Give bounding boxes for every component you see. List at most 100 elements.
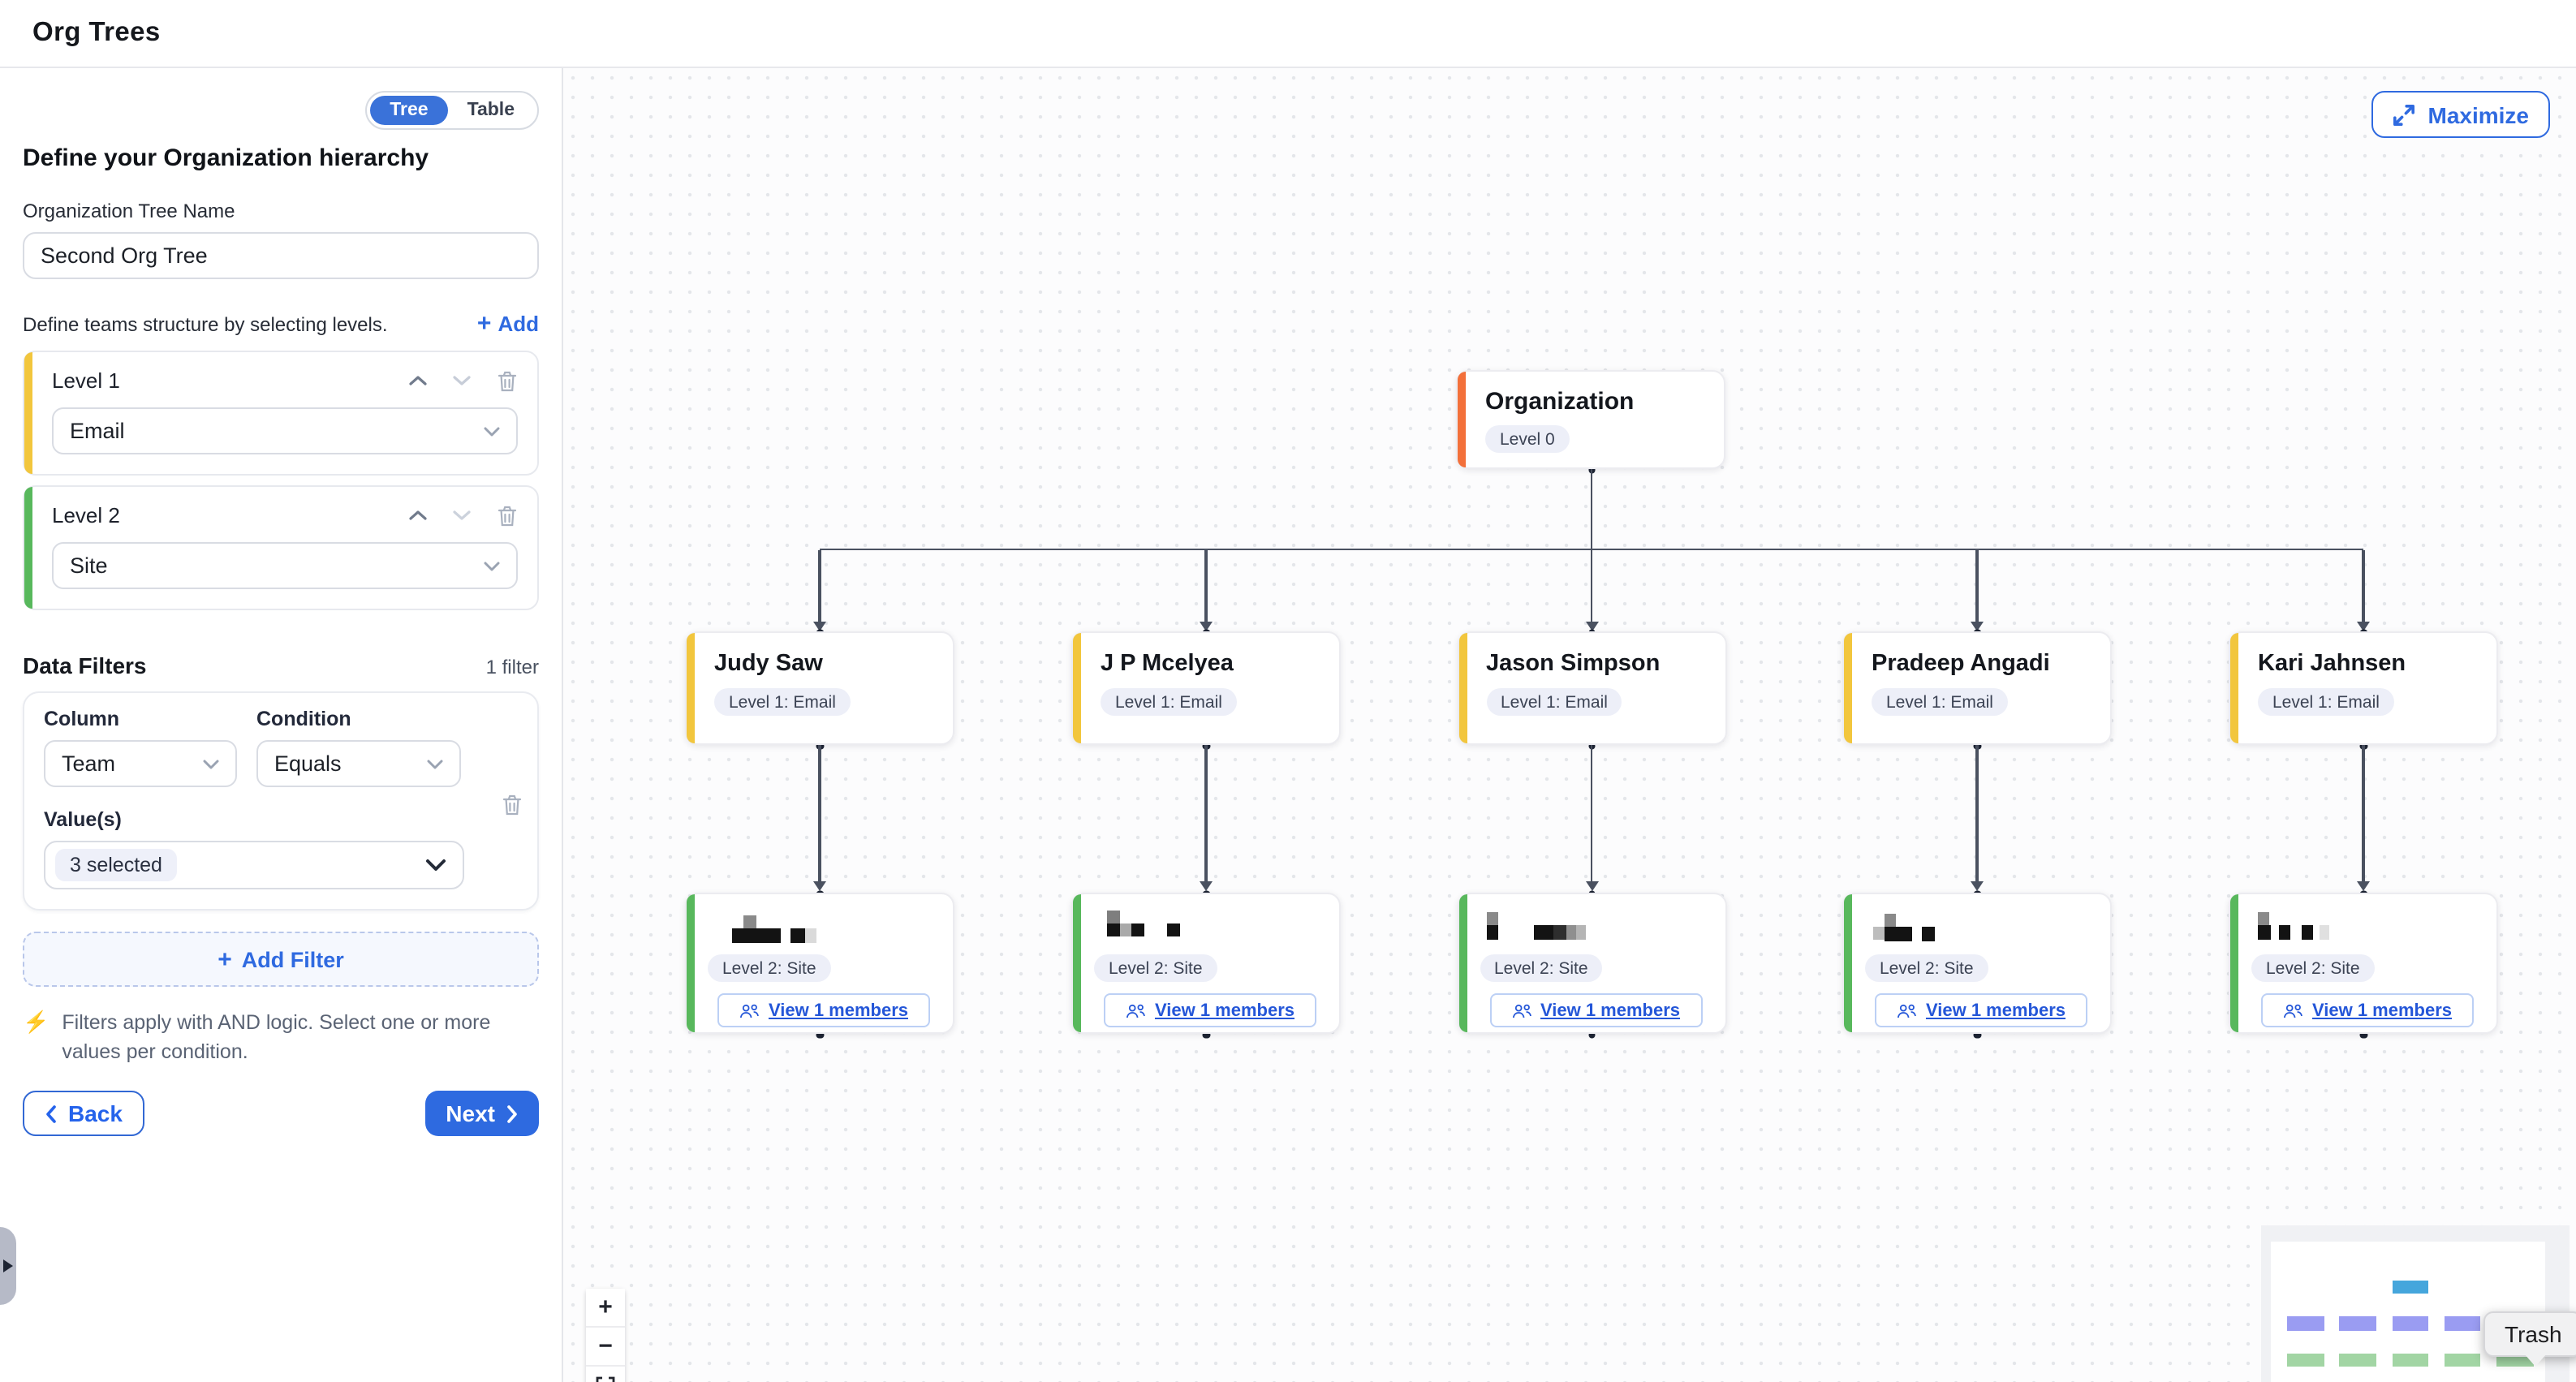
edge-line	[2362, 745, 2365, 881]
level-badge: Level 1: Email	[714, 688, 851, 716]
people-icon	[740, 1003, 760, 1018]
toggle-table[interactable]: Table	[467, 101, 515, 120]
level-1-label: Level 1	[52, 368, 120, 393]
org-node-level2[interactable]: Level 2: Site View 1 members	[1842, 893, 2112, 1034]
minimap[interactable]	[2261, 1225, 2570, 1382]
org-node-level1[interactable]: Pradeep Angadi Level 1: Email	[1842, 631, 2112, 745]
values-label: Value(s)	[44, 808, 122, 831]
org-node-level2[interactable]: Level 2: Site View 1 members	[685, 893, 954, 1034]
level-badge: Level 2: Site	[1865, 954, 1988, 982]
connection-handle-dot	[816, 1031, 824, 1039]
minimap-root-node	[2392, 1281, 2428, 1294]
view-members-button[interactable]: View 1 members	[1104, 993, 1316, 1027]
view-members-button[interactable]: View 1 members	[1489, 993, 1702, 1027]
chevron-down-icon	[427, 759, 443, 768]
org-node-root[interactable]: Organization Level 0	[1456, 370, 1725, 469]
org-node-level2[interactable]: Level 2: Site View 1 members	[1071, 893, 1341, 1034]
move-up-button[interactable]	[409, 375, 427, 386]
chevron-right-icon	[507, 1104, 517, 1123]
node-accent-bar	[1844, 894, 1852, 1032]
view-members-button[interactable]: View 1 members	[717, 993, 930, 1027]
minimap-level2-node	[2339, 1353, 2376, 1367]
node-accent-bar	[687, 633, 695, 743]
chevron-down-icon	[484, 561, 500, 570]
edge-arrowhead	[1971, 621, 1984, 631]
filter-card: Column Condition Team Equals Val	[23, 691, 539, 911]
people-icon	[2284, 1003, 2303, 1018]
people-icon	[1898, 1003, 1917, 1018]
condition-select[interactable]: Equals	[256, 740, 461, 787]
node-accent-bar	[1458, 894, 1467, 1032]
fit-view-button[interactable]	[586, 1367, 625, 1382]
move-down-button[interactable]	[453, 375, 471, 386]
toggle-tree[interactable]: Tree	[370, 96, 448, 125]
edge-line	[1204, 549, 1208, 621]
redacted-name	[1844, 894, 2110, 943]
edge-arrowhead	[2357, 881, 2370, 891]
add-level-button[interactable]: + Add	[476, 310, 539, 338]
level-badge: Level 2: Site	[1480, 954, 1603, 982]
trash-tooltip: Trash	[2483, 1311, 2576, 1367]
edge-arrowhead	[1585, 881, 1598, 891]
filter-count: 1 filter	[485, 656, 539, 678]
level-2-select[interactable]: Site	[52, 542, 518, 589]
tree-name-label: Organization Tree Name	[23, 200, 235, 222]
column-select[interactable]: Team	[44, 740, 237, 787]
node-accent-bar	[2230, 894, 2238, 1032]
delete-level-button[interactable]	[497, 504, 518, 527]
level-badge: Level 1: Email	[1101, 688, 1237, 716]
org-node-level2[interactable]: Level 2: Site View 1 members	[2229, 893, 2498, 1034]
move-down-button[interactable]	[453, 510, 471, 521]
view-toggle: Tree Table	[365, 91, 539, 130]
edge-line	[818, 745, 821, 881]
back-button[interactable]: Back	[23, 1091, 145, 1137]
org-chart-canvas[interactable]: Maximize Organization Level 0 Judy Saw L…	[563, 68, 2576, 1382]
column-label: Column	[44, 708, 120, 730]
redacted-name	[687, 894, 953, 943]
level-badge: Level 1: Email	[1872, 688, 2008, 716]
node-accent-bar	[1458, 633, 1467, 743]
level-badge: Level 1: Email	[2258, 688, 2394, 716]
zoom-out-button[interactable]: −	[586, 1328, 625, 1367]
chevron-right-icon	[3, 1259, 13, 1272]
org-node-level1[interactable]: Kari Jahnsen Level 1: Email	[2229, 631, 2498, 745]
org-node-level1[interactable]: Jason Simpson Level 1: Email	[1457, 631, 1726, 745]
sidebar-collapse-handle[interactable]	[0, 1227, 16, 1305]
add-filter-button[interactable]: + Add Filter	[23, 932, 539, 987]
redacted-name	[1073, 894, 1339, 943]
delete-level-button[interactable]	[497, 369, 518, 392]
data-filters-title: Data Filters	[23, 652, 147, 678]
edge-line	[1590, 745, 1593, 881]
chevron-down-icon	[484, 426, 500, 436]
node-accent-bar	[2230, 633, 2238, 743]
view-members-button[interactable]: View 1 members	[1875, 993, 2087, 1027]
org-node-level2[interactable]: Level 2: Site View 1 members	[1457, 893, 1726, 1034]
edge-line	[1204, 745, 1208, 881]
selected-count-chip: 3 selected	[55, 849, 177, 881]
org-node-level1[interactable]: J P Mcelyea Level 1: Email	[1071, 631, 1341, 745]
node-title: Organization	[1485, 388, 1635, 415]
levels-hint: Define teams structure by selecting leve…	[23, 312, 388, 335]
minimap-level1-node	[2339, 1316, 2376, 1331]
redacted-name	[1458, 894, 1725, 943]
redacted-name	[2230, 894, 2496, 943]
level-badge: Level 2: Site	[1094, 954, 1217, 982]
level-1-select[interactable]: Email	[52, 407, 518, 454]
view-members-button[interactable]: View 1 members	[2261, 993, 2474, 1027]
org-node-level1[interactable]: Judy Saw Level 1: Email	[685, 631, 954, 745]
maximize-button[interactable]: Maximize	[2371, 91, 2550, 138]
move-up-button[interactable]	[409, 510, 427, 521]
people-icon	[1126, 1003, 1146, 1018]
delete-filter-button[interactable]	[502, 794, 523, 816]
app-header: Org Trees	[0, 0, 2576, 68]
connection-handle-dot	[1973, 1031, 1981, 1039]
values-select[interactable]: 3 selected	[44, 841, 464, 889]
connection-handle-dot	[1202, 1031, 1210, 1039]
zoom-in-button[interactable]: +	[586, 1289, 625, 1328]
next-button[interactable]: Next	[424, 1091, 539, 1137]
level-badge: Level 1: Email	[1486, 688, 1622, 716]
expand-icon	[2393, 104, 2414, 125]
tree-name-input[interactable]	[23, 232, 539, 279]
plus-icon: +	[218, 945, 232, 973]
connection-handle-dot	[1587, 1031, 1596, 1039]
